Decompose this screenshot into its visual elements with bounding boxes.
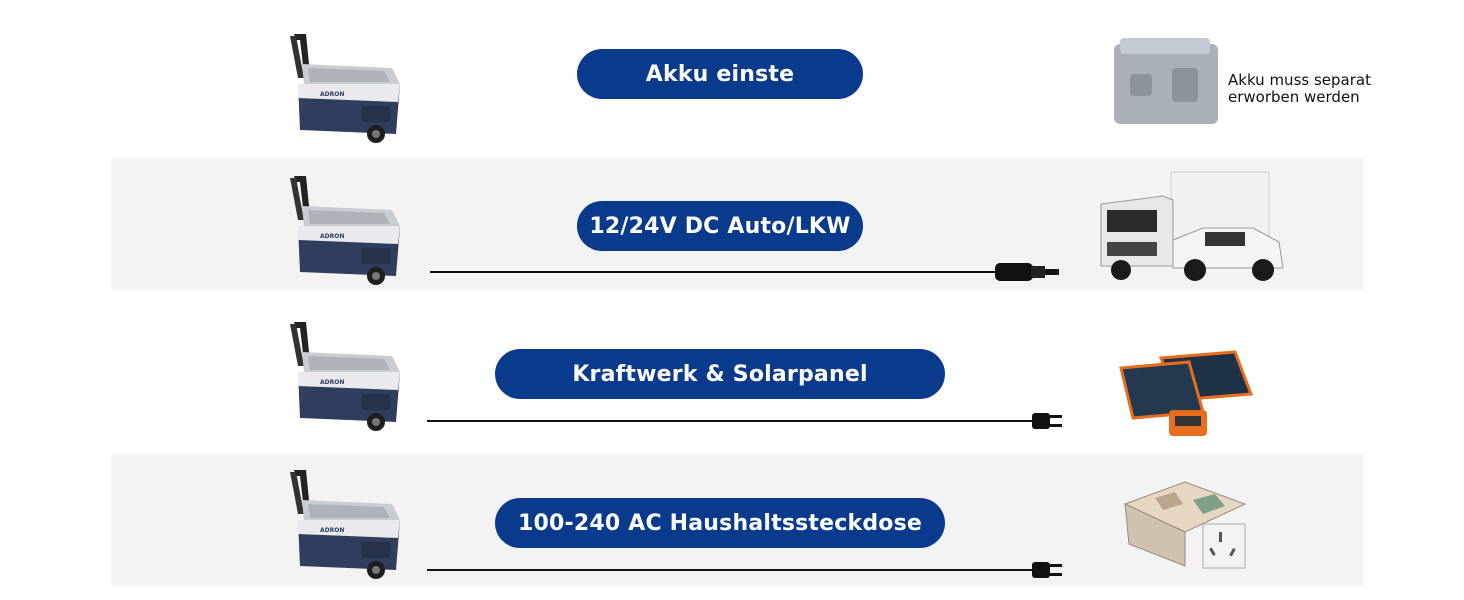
fridge-icon	[290, 176, 400, 285]
power-cable	[430, 271, 1005, 273]
option-label-pill: Kraftwerk & Solarpanel	[495, 349, 945, 399]
house-and-wall-outlet-icon	[1123, 481, 1247, 569]
power-option-row-solar: Kraftwerk & Solarpanel	[0, 306, 1464, 456]
fridge-icon	[290, 34, 400, 143]
battery-pack-icon	[1114, 38, 1218, 124]
option-label-pill: Akku einste	[577, 49, 863, 99]
solar-panels-and-power-station-icon	[1119, 350, 1254, 436]
fridge-icon	[290, 322, 400, 431]
truck-and-pickup-icon	[1100, 171, 1284, 281]
ac-plug-icon	[1032, 413, 1062, 429]
power-cable	[427, 569, 1037, 571]
power-option-row-dc-car: 12/24V DC Auto/LKW	[0, 158, 1464, 308]
ac-plug-icon	[1032, 562, 1062, 578]
fridge-icon	[290, 470, 400, 579]
battery-note: Akku muss separat erworben werden	[1228, 71, 1371, 106]
power-option-row-battery: Akku einste Akku muss separat erworben w…	[0, 12, 1464, 162]
option-label-pill: 100-240 AC Haushaltssteckdose	[495, 498, 945, 548]
option-label-pill: 12/24V DC Auto/LKW	[577, 201, 863, 251]
car-plug-icon	[995, 263, 1059, 281]
power-cable	[427, 420, 1037, 422]
power-option-row-ac: 100-240 AC Haushaltssteckdose	[0, 454, 1464, 600]
